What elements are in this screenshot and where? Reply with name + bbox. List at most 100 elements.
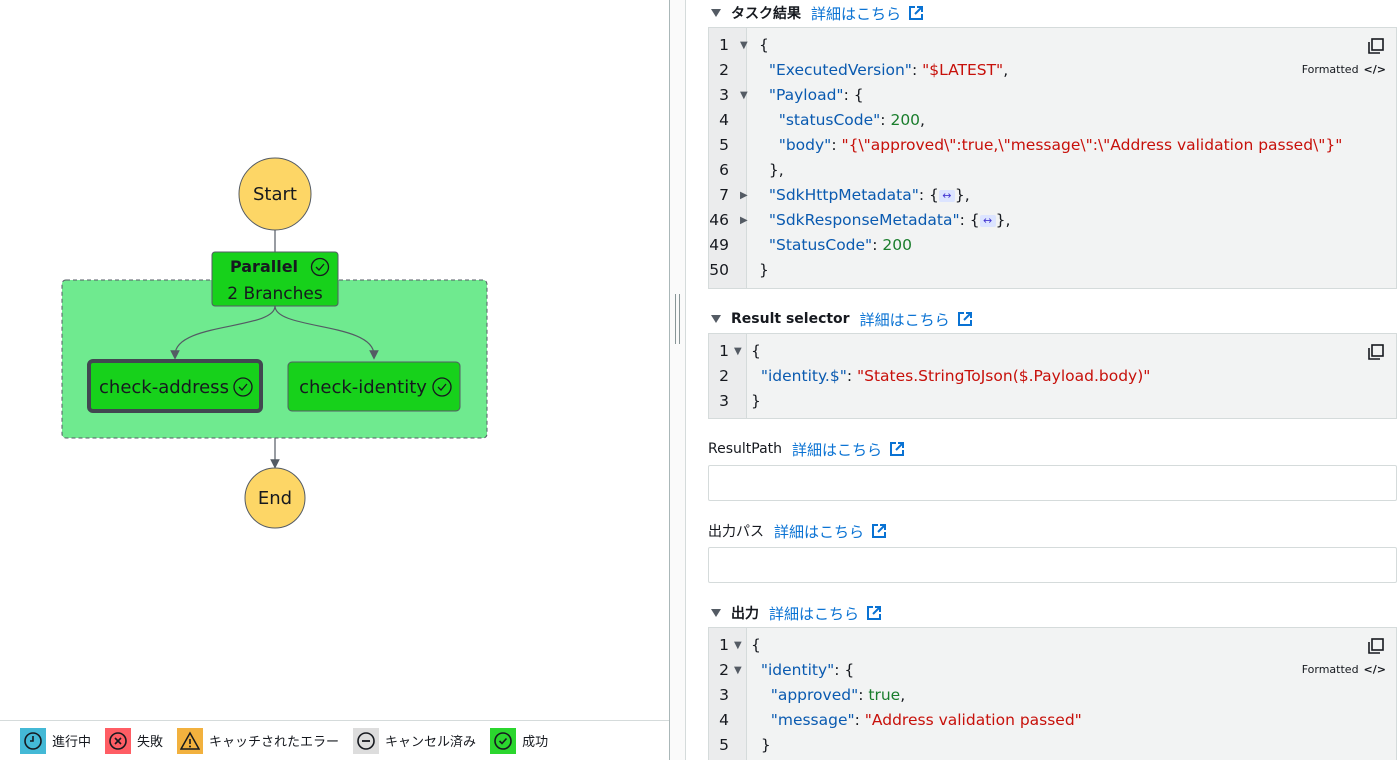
line-number: 2 [719, 61, 729, 79]
line-number: 2 [719, 661, 729, 679]
check-address-node[interactable]: check-address [87, 359, 263, 413]
expand-icon[interactable]: ↔ [938, 189, 955, 202]
legend-in-progress: 進行中 [20, 727, 92, 754]
result-selector-code[interactable]: 1▼{ 2 "identity.$": "States.StringToJson… [708, 333, 1397, 419]
expand-icon[interactable]: ↔ [979, 214, 996, 227]
code-line: 6 }, [709, 158, 1396, 183]
code-line: 5 "body": "{\"approved\":true,\"message\… [709, 133, 1396, 158]
code-line: 4 "message": "Address validation passed" [709, 708, 1396, 733]
output-path-field[interactable] [708, 547, 1397, 583]
parallel-subtitle: 2 Branches [227, 284, 323, 304]
legend-label: キャンセル済み [385, 735, 477, 750]
formatted-toggle[interactable]: Formatted </> [1302, 63, 1386, 76]
fold-closed-icon[interactable]: ▶ [740, 190, 748, 201]
learn-more-link[interactable]: 詳細はこちら [860, 309, 973, 330]
output-code[interactable]: Formatted</> 1▼{ 2▼ "identity": { 3 "app… [708, 627, 1397, 760]
code-line: 3▼ "Payload": { [709, 83, 1396, 108]
external-link-icon [957, 312, 972, 326]
minus-circle-icon [353, 727, 380, 754]
end-node[interactable]: End [244, 467, 306, 529]
copy-icon[interactable] [1368, 38, 1384, 54]
fold-open-icon[interactable]: ▼ [734, 346, 742, 357]
check-circle-icon [233, 377, 253, 397]
learn-more-link[interactable]: 詳細はこちら [769, 603, 882, 624]
line-number: 7 [719, 186, 729, 204]
output-path-title: 出力パス [708, 524, 764, 540]
detail-pane: タスク結果 詳細はこちら Formatted</> 1▼{ 2 "Execute… [686, 0, 1400, 760]
fold-open-icon[interactable]: ▼ [734, 665, 742, 676]
formatted-label: Formatted [1301, 663, 1359, 676]
check-identity-node[interactable]: check-identity [287, 361, 461, 412]
fold-open-icon[interactable]: ▼ [740, 40, 748, 51]
line-number: 3 [719, 686, 729, 704]
json-key: "identity" [760, 661, 835, 679]
code-line: 2 "ExecutedVersion": "$LATEST", [709, 58, 1396, 83]
external-link-icon [909, 6, 924, 20]
copy-icon[interactable] [1368, 344, 1384, 360]
parallel-title: Parallel [230, 257, 298, 276]
legend-caught-error: キャッチされたエラー [177, 727, 339, 754]
learn-more-link[interactable]: 詳細はこちら [774, 521, 887, 542]
learn-more-link[interactable]: 詳細はこちら [811, 3, 924, 24]
legend-succeeded: 成功 [490, 727, 548, 754]
json-key: "Payload" [768, 86, 844, 104]
json-key: "message" [770, 711, 855, 729]
legend-label: 失敗 [137, 735, 164, 750]
status-legend: 進行中 失敗 キャッチされたエラー キャンセル済み 成功 [0, 720, 669, 760]
copy-icon[interactable] [1368, 638, 1384, 654]
code-line: 3} [709, 389, 1396, 414]
code-line: 4 "statusCode": 200, [709, 108, 1396, 133]
code-icon: </> [1363, 63, 1386, 76]
json-string: "{\"approved\":true,\"message\":\"Addres… [841, 136, 1343, 154]
result-selector-title: Result selector [731, 311, 850, 327]
check-address-label: check-address [99, 377, 229, 398]
check-circle-icon [490, 727, 517, 754]
result-path-field[interactable] [708, 465, 1397, 501]
line-number: 1 [719, 36, 729, 54]
caret-down-icon [711, 315, 721, 323]
line-number: 3 [719, 86, 729, 104]
output-header[interactable]: 出力 詳細はこちら [708, 601, 1397, 625]
line-gutter [709, 628, 747, 760]
end-label: End [258, 488, 292, 509]
pane-resize-handle[interactable] [669, 0, 686, 760]
code-line: 1▼{ [709, 33, 1396, 58]
json-key: "SdkResponseMetadata" [768, 211, 960, 229]
legend-label: 進行中 [52, 735, 92, 750]
json-number: 200 [890, 111, 921, 129]
learn-more-label: 詳細はこちら [859, 310, 950, 329]
json-key: "SdkHttpMetadata" [768, 186, 919, 204]
formatted-label: Formatted [1301, 63, 1359, 76]
code-line: 1▼{ [709, 339, 1396, 364]
learn-more-link[interactable]: 詳細はこちら [792, 439, 905, 460]
line-gutter [709, 334, 747, 418]
learn-more-label: 詳細はこちら [811, 4, 902, 23]
drag-grip-icon [675, 294, 680, 344]
task-result-title: タスク結果 [731, 6, 801, 22]
start-label: Start [253, 184, 297, 205]
json-number: 200 [882, 236, 912, 254]
code-line: 50} [709, 258, 1396, 283]
task-result-code[interactable]: Formatted</> 1▼{ 2 "ExecutedVersion": "$… [708, 27, 1397, 289]
clock-icon [20, 727, 46, 754]
learn-more-label: 詳細はこちら [769, 604, 860, 623]
fold-open-icon[interactable]: ▼ [734, 640, 742, 651]
json-string: "$LATEST" [922, 61, 1004, 79]
json-string: "Address validation passed" [864, 711, 1082, 729]
json-key: "identity.$" [760, 367, 847, 385]
line-number: 1 [719, 342, 729, 360]
check-circle-icon [310, 257, 330, 277]
line-number: 3 [719, 392, 729, 410]
formatted-toggle[interactable]: Formatted</> [1302, 663, 1386, 676]
fold-closed-icon[interactable]: ▶ [740, 215, 748, 226]
fold-open-icon[interactable]: ▼ [740, 90, 748, 101]
result-selector-header[interactable]: Result selector 詳細はこちら [708, 307, 1397, 331]
start-node[interactable]: Start [238, 157, 312, 231]
json-key: "statusCode" [778, 111, 881, 129]
legend-cancelled: キャンセル済み [353, 727, 477, 754]
task-result-header[interactable]: タスク結果 詳細はこちら [708, 1, 1397, 25]
parallel-node[interactable]: Parallel 2 Branches [211, 251, 339, 307]
line-number: 6 [719, 161, 729, 179]
code-line: 7▶ "SdkHttpMetadata": {↔}, [709, 183, 1396, 208]
edge-parallel-check-address [170, 305, 276, 360]
